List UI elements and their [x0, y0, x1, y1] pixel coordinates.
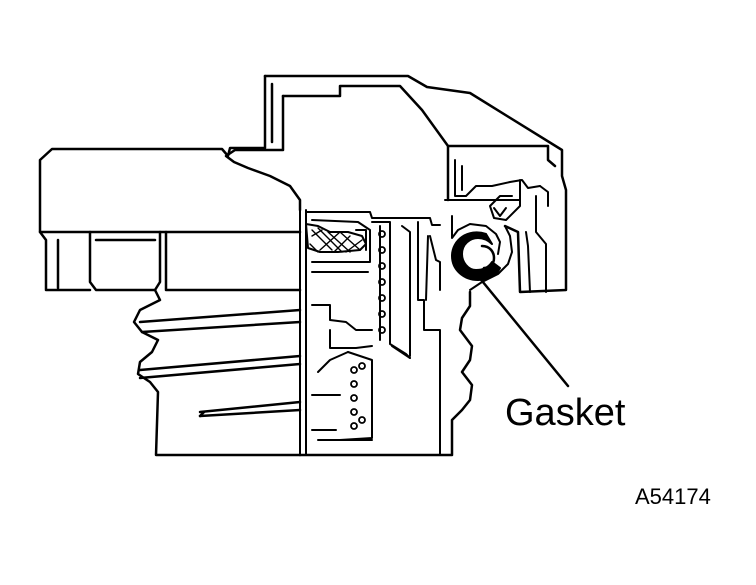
filler-neck-threads — [132, 288, 474, 457]
cap-center-section — [299, 199, 441, 456]
gasket-leader-line — [476, 274, 570, 388]
cap-outer-shell — [38, 74, 568, 294]
pressure-spring — [350, 230, 386, 430]
gasket-label: Gasket — [505, 392, 626, 434]
cap-right-rim — [444, 159, 549, 293]
figure-code: A54174 — [635, 484, 711, 509]
gasket-ring — [451, 231, 501, 281]
